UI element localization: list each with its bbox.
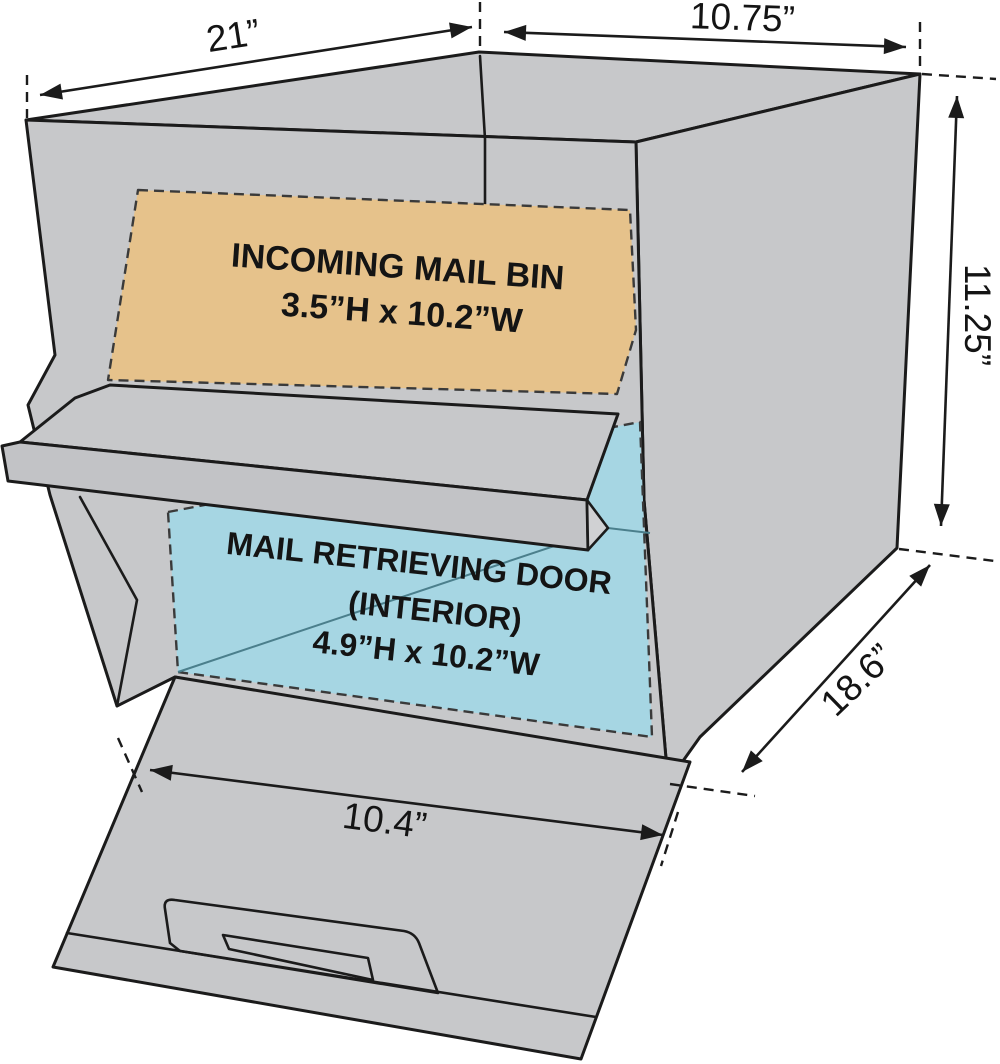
- dimension-width-top: 21”: [25, 2, 482, 118]
- door-handle-outer: [163, 898, 440, 995]
- dimension-label-1075: 10.75”: [689, 0, 795, 40]
- dimension-label-1125: 11.25”: [957, 264, 998, 366]
- incoming-mail-bin-opening: [106, 188, 638, 396]
- extension-line: [898, 547, 996, 563]
- dimension-arrow: [741, 564, 931, 773]
- dimension-label-21: 21”: [203, 11, 262, 60]
- dimension-height-right: 11.25”: [898, 72, 998, 563]
- lid-seam-line: [478, 54, 487, 206]
- dimension-arrow: [39, 22, 473, 100]
- door-handle-inner: [221, 933, 375, 982]
- dimension-depth-top: 10.75”: [503, 0, 922, 70]
- dimension-arrow: [149, 764, 664, 841]
- incoming-mail-door-flap: [0, 383, 620, 552]
- dimension-arrow: [503, 24, 907, 55]
- flap-folded-corner: [585, 498, 610, 552]
- left-wall-inner-edge: [78, 495, 139, 708]
- extension-line: [659, 811, 680, 867]
- dimension-arrow: [933, 95, 965, 527]
- extension-line: [921, 72, 997, 81]
- incoming-mail-bin-region: [106, 188, 638, 396]
- extension-line: [669, 782, 756, 798]
- flap-front-lip: [0, 440, 590, 552]
- extension-line: [116, 737, 144, 793]
